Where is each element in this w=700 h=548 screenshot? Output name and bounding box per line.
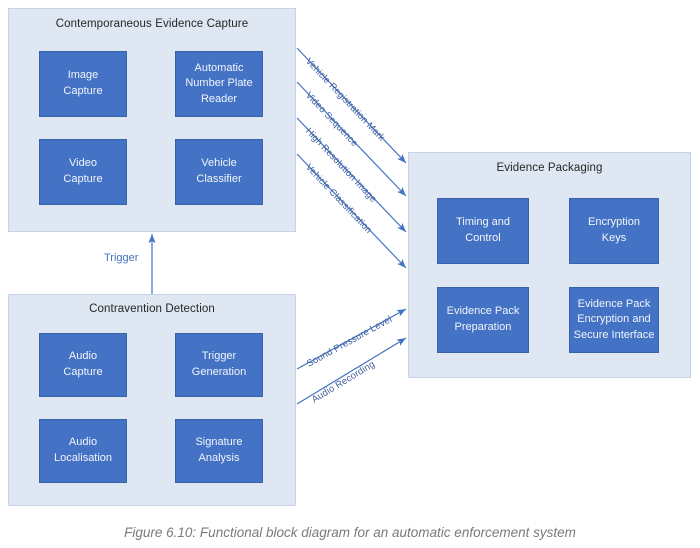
block-signature-analysis[interactable]: Signature Analysis <box>175 419 263 483</box>
edge-label-audio-recording: Audio Recording <box>310 358 378 406</box>
block-timing-and-control[interactable]: Timing and Control <box>437 198 529 264</box>
block-audio-localisation[interactable]: Audio Localisation <box>39 419 127 483</box>
block-vehicle-classifier[interactable]: Vehicle Classifier <box>175 139 263 205</box>
block-label-signature-analysis: Signature Analysis <box>195 436 243 464</box>
block-label-vehicle-classifier: Vehicle Classifier <box>196 157 242 185</box>
block-encryption-keys[interactable]: Encryption Keys <box>569 198 659 264</box>
block-label-timing-and-control: Timing and Control <box>455 216 510 244</box>
block-label-automatic-number-plate-reader: Automatic Number Plate Reader <box>185 61 253 105</box>
group-title-evidence-packaging: Evidence Packaging <box>496 162 603 174</box>
block-label-audio-capture: Audio Capture <box>63 350 103 378</box>
edge-label-sound-pressure-level: Sound Pressure Level <box>305 314 394 370</box>
group-title-contemporaneous-evidence-capture: Contemporaneous Evidence Capture <box>55 18 249 30</box>
group-title-contravention-detection: Contravention Detection <box>89 303 215 315</box>
block-image-capture[interactable]: Image Capture <box>39 51 127 117</box>
block-label-image-capture: Image Capture <box>63 69 103 97</box>
block-trigger-generation[interactable]: Trigger Generation <box>175 333 263 397</box>
edge-label-vehicle-classification: Vehicle Classification <box>303 162 374 236</box>
block-label-evidence-pack-encryption-and-secure-interface: Evidence Pack Encryption and Secure Inte… <box>573 297 655 341</box>
group-evidence-packaging[interactable]: Evidence Packaging Timing and Control En… <box>408 152 691 378</box>
block-audio-capture[interactable]: Audio Capture <box>39 333 127 397</box>
block-label-video-capture: Video Capture <box>63 157 103 185</box>
block-label-trigger-generation: Trigger Generation <box>191 350 247 378</box>
edge-label-trigger: Trigger <box>104 252 139 264</box>
group-contravention-detection[interactable]: Contravention Detection Audio Capture Tr… <box>8 294 296 506</box>
block-video-capture[interactable]: Video Capture <box>39 139 127 205</box>
block-automatic-number-plate-reader[interactable]: Automatic Number Plate Reader <box>175 51 263 117</box>
block-label-evidence-pack-preparation: Evidence Pack Preparation <box>446 305 520 333</box>
block-evidence-pack-encryption-and-secure-interface[interactable]: Evidence Pack Encryption and Secure Inte… <box>569 287 659 353</box>
group-contemporaneous-evidence-capture[interactable]: Contemporaneous Evidence Capture Image C… <box>8 8 296 232</box>
figure-caption: Figure 6.10: Functional block diagram fo… <box>124 525 576 540</box>
block-label-encryption-keys: Encryption Keys <box>588 216 640 244</box>
block-evidence-pack-preparation[interactable]: Evidence Pack Preparation <box>437 287 529 353</box>
block-label-audio-localisation: Audio Localisation <box>53 436 113 464</box>
